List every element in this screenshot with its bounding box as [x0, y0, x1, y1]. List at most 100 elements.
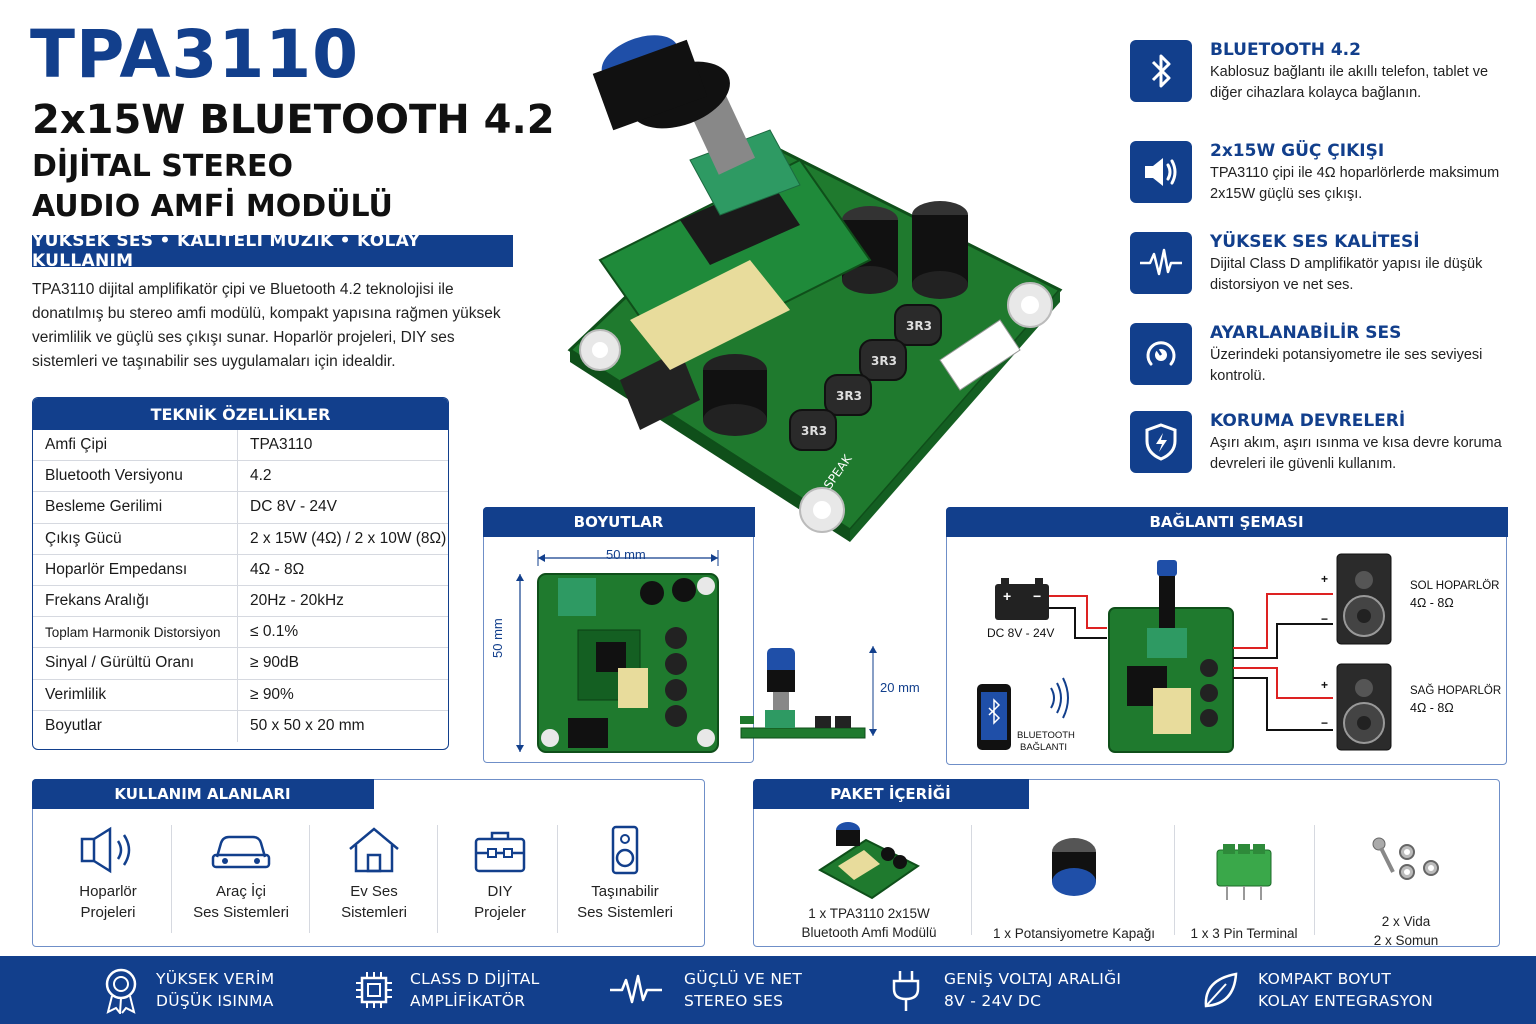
dimensions-diagram [516, 550, 754, 753]
spec-value: ≤ 0.1% [250, 623, 299, 641]
table-row: Bluetooth Versiyonu 4.2 [33, 461, 448, 493]
left-speaker-label: SOL HOPARLÖR [1410, 580, 1500, 592]
plug-icon [892, 971, 920, 1011]
right-speaker-label: SAĞ HOPARLÖR [1410, 685, 1502, 697]
amplifier-board-image: 3R3 3R3 3R3 3R3 SPEAK [567, 35, 1063, 542]
spec-value: ≥ 90dB [250, 654, 300, 672]
inductor-label: 3R3 [906, 319, 932, 333]
usage-item-label: Ses Sistemleri [577, 904, 673, 921]
specs-table-title: TEKNİK ÖZELLİKLER [33, 398, 448, 430]
package-item-label: 1 x TPA3110 2x15W [808, 906, 930, 921]
footer-badge-line1: KOMPAKT BOYUT [1258, 970, 1392, 988]
shield-icon [1130, 411, 1192, 473]
feature-title: KORUMA DEVRELERİ [1210, 411, 1406, 431]
footer-badge-line1: GENİŞ VOLTAJ ARALIĞI [944, 970, 1122, 988]
car-icon [211, 835, 271, 869]
battery-plus: + [1003, 588, 1012, 604]
dimension-width-label: 50 mm [606, 547, 646, 562]
chip-icon [356, 972, 392, 1008]
power-supply-label: DC 8V - 24V [987, 626, 1055, 640]
usage-item-label: Taşınabilir [591, 883, 659, 900]
package-item-label: 1 x Potansiyometre Kapağı [992, 926, 1156, 941]
spec-key: Hoparlör Empedansı [33, 554, 238, 585]
footer-badge-line2: STEREO SES [684, 992, 784, 1010]
footer-badge: GENİŞ VOLTAJ ARALIĞI 8V - 24V DC [886, 956, 1121, 1024]
table-row: Besleme Gerilimi DC 8V - 24V [33, 492, 448, 524]
speaker-minus: − [1321, 716, 1329, 730]
feature-volume: AYARLANABİLİR SES Üzerindeki potansiyome… [1130, 323, 1520, 403]
footer-badge-line1: YÜKSEK VERİM [156, 970, 275, 988]
usage-item: Hoparlör Projeleri [43, 825, 173, 935]
usage-item-label: Araç İçi [215, 883, 266, 900]
usage-item: Araç İçi Ses Sistemleri [176, 825, 306, 935]
waveform-icon [1130, 232, 1192, 294]
table-row: Toplam Harmonik Distorsiyon≤ 0.1% [33, 617, 448, 649]
table-row: Hoparlör Empedansı 4Ω - 8Ω [33, 554, 448, 586]
feature-description: Aşırı akım, aşırı ısınma ve kısa devre k… [1210, 435, 1502, 472]
package-contents-title: PAKET İÇERİĞİ [752, 778, 1029, 809]
spec-key: Besleme Gerilimi [33, 492, 238, 523]
bluetooth-connection-label2: BAĞLANTI [1020, 742, 1067, 753]
speaker-minus: − [1321, 612, 1329, 626]
footer-badge-line2: KOLAY ENTEGRASYON [1258, 992, 1434, 1010]
battery-minus: − [1033, 588, 1042, 604]
page-subtitle-line3: AUDIO AMFİ MODÜLÜ [32, 189, 393, 224]
footer-badge: KOMPAKT BOYUT KOLAY ENTEGRASYON [1198, 956, 1433, 1024]
feature-title: BLUETOOTH 4.2 [1210, 40, 1361, 60]
bluetooth-connection-label: BLUETOOTH [1017, 730, 1075, 741]
usage-item-label: Sistemleri [341, 904, 407, 921]
feature-title: YÜKSEK SES KALİTESİ [1210, 232, 1420, 252]
spec-value: 20Hz - 20kHz [250, 592, 344, 610]
footer-badge-line2: DÜŞÜK ISINMA [156, 992, 274, 1010]
tagline-banner: YÜKSEK SES • KALİTELİ MÜZİK • KOLAY KULL… [32, 231, 513, 271]
page-subtitle: 2x15W BLUETOOTH 4.2 [32, 97, 555, 143]
usage-item: Taşınabilir Ses Sistemleri [560, 825, 690, 935]
dimensions-panel: BOYUTLAR 50 mm 50 mm [482, 506, 755, 763]
feature-description: Kablosuz bağlantı ile akıllı telefon, ta… [1210, 64, 1489, 101]
divider [1314, 825, 1315, 935]
spec-key: Amfi Çipi [33, 430, 238, 461]
package-contents-panel: PAKET İÇERİĞİ 1 x TPA3110 2x15W Bluetoot… [752, 778, 1500, 948]
right-speaker-impedance: 4Ω - 8Ω [1410, 701, 1454, 715]
dimension-height-label: 50 mm [490, 618, 505, 658]
package-item: 1 x Potansiyometre Kapağı [979, 810, 1169, 945]
spec-value: DC 8V - 24V [250, 498, 338, 516]
footer-badge-line2: 8V - 24V DC [944, 992, 1042, 1010]
speaker-plus: + [1321, 678, 1329, 692]
divider [971, 825, 972, 935]
speaker-icon [80, 826, 131, 874]
table-row: Sinyal / Gürültü Oranı≥ 90dB [33, 648, 448, 680]
feature-description: Dijital Class D amplifikatör yapısı ile … [1210, 256, 1483, 293]
spec-value: ≥ 90% [250, 685, 294, 703]
inductor-label: 3R3 [836, 389, 862, 403]
connection-diagram-panel: BAĞLANTI ŞEMASI + − DC 8V - 24V BLUETOOT… [945, 506, 1508, 765]
spec-value: 50 x 50 x 20 mm [250, 717, 365, 735]
usage-item-label: Ev Ses [350, 883, 398, 900]
package-item-label: 2 x Vida [1381, 914, 1431, 929]
footer-badge: YÜKSEK VERİM DÜŞÜK ISINMA [100, 956, 274, 1024]
board-side-view [740, 646, 877, 739]
spec-value: 4Ω - 8Ω [250, 560, 305, 578]
medal-icon [105, 968, 137, 1014]
inductor-label: 3R3 [871, 354, 897, 368]
intro-paragraph: TPA3110 dijital amplifikatör çipi ve Blu… [32, 281, 501, 370]
connection-diagram [977, 553, 1392, 753]
spec-key: Bluetooth Versiyonu [33, 461, 238, 492]
house-icon [349, 827, 399, 873]
usage-item-label: Hoparlör [79, 883, 137, 900]
page-subtitle-line2: DİJİTAL STEREO [32, 149, 293, 184]
package-item: 2 x Vida 2 x Somun [1316, 810, 1496, 948]
dimension-depth-label: 20 mm [880, 680, 920, 695]
inductor-label: 3R3 [801, 424, 827, 438]
spec-value: 4.2 [250, 467, 272, 485]
usage-item-label: Projeler [474, 904, 526, 921]
feature-quality: YÜKSEK SES KALİTESİ Dijital Class D ampl… [1130, 232, 1520, 312]
feature-protection: KORUMA DEVRELERİ Aşırı akım, aşırı ısınm… [1130, 411, 1520, 491]
spec-key: Çıkış Gücü [33, 523, 238, 554]
divider [437, 825, 438, 933]
spec-key: Frekans Aralığı [33, 585, 238, 617]
knob-cap-icon [1052, 838, 1096, 896]
